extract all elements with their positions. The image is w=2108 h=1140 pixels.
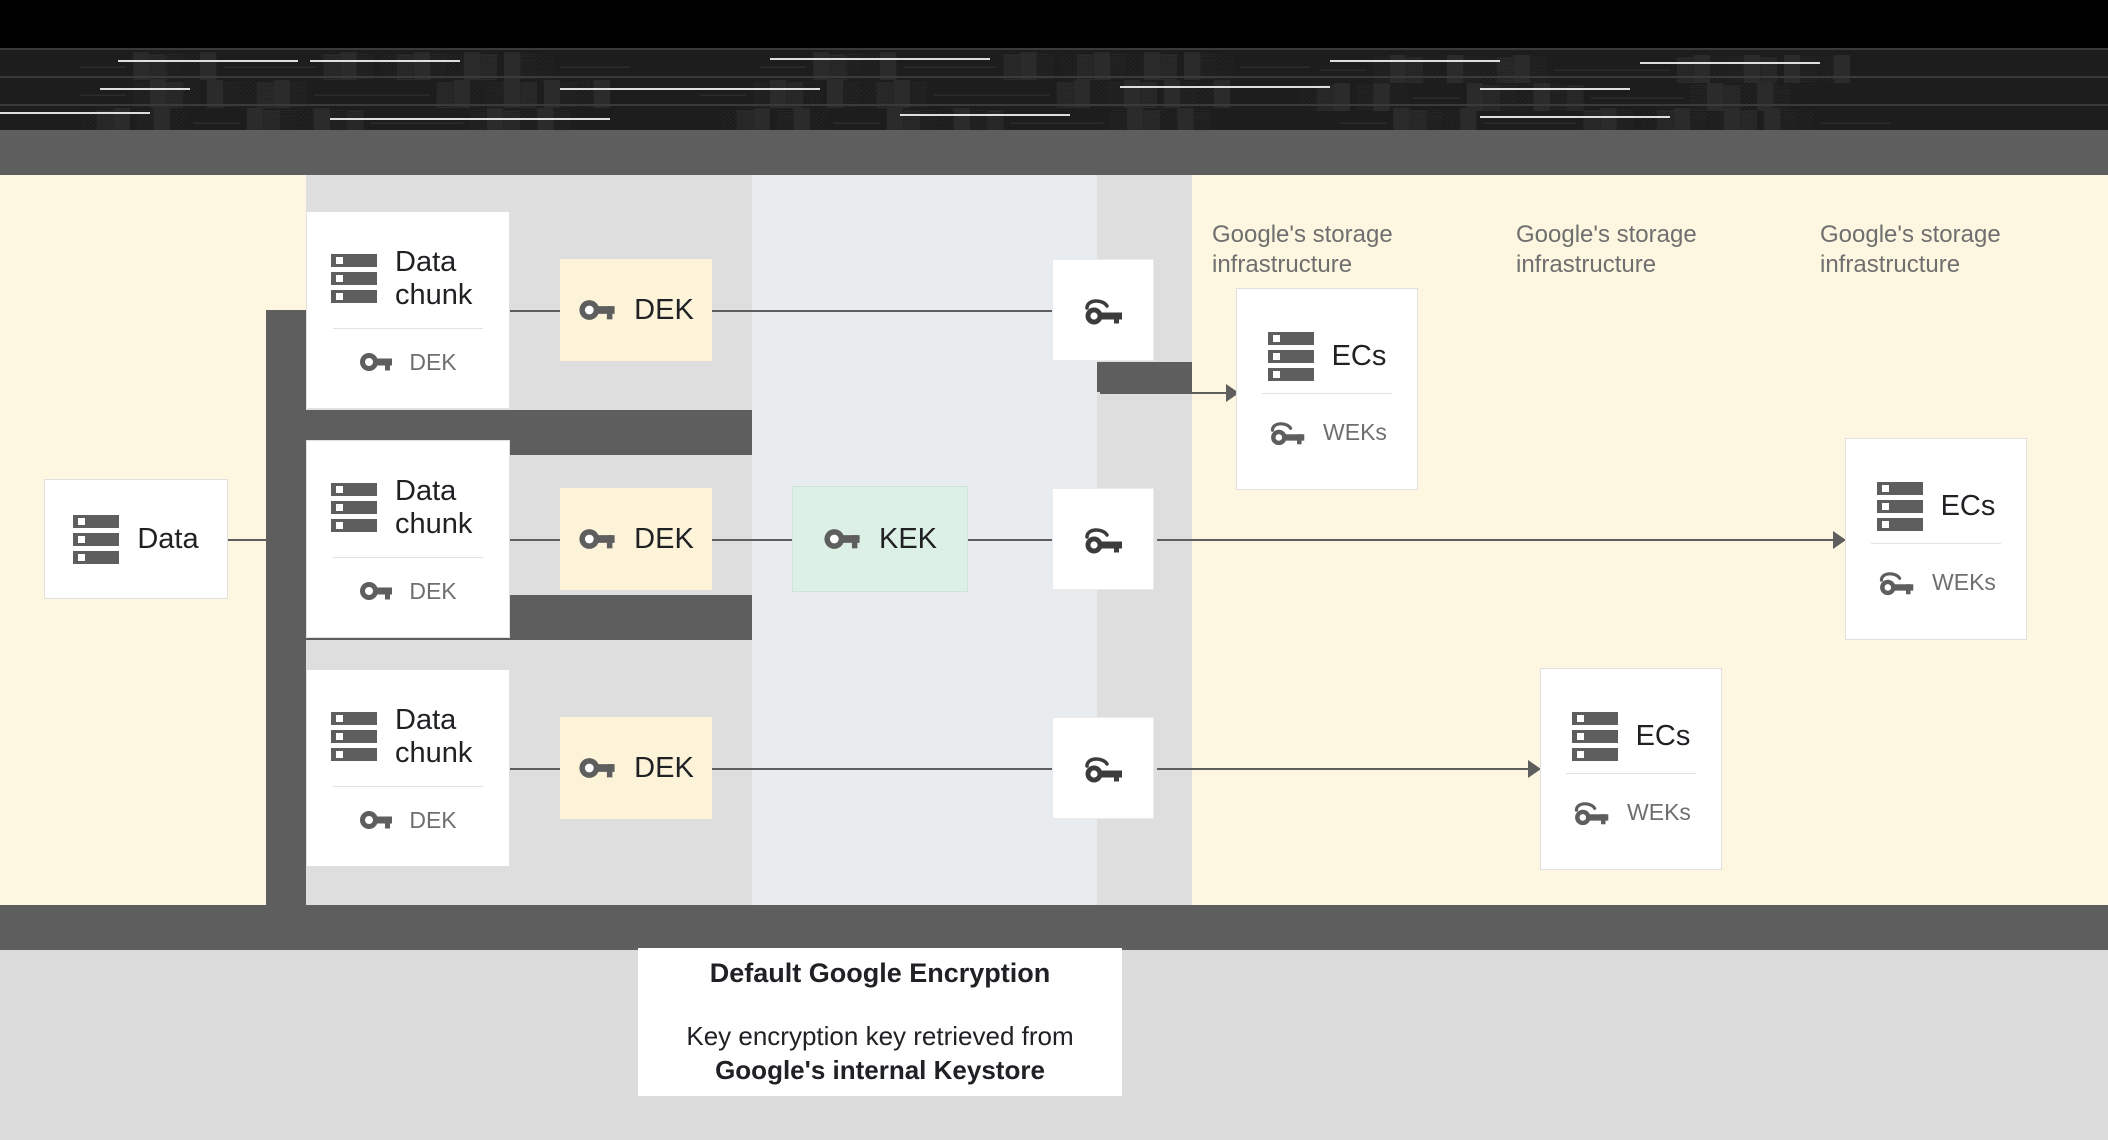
- card-data-label: Data: [137, 522, 199, 555]
- banner-glyph-line-5: —— ▒█▓░ █▒░▓█▒ ————— ▓█░▒█▓ █▒░█: [700, 80, 1231, 106]
- key-icon: [579, 300, 615, 320]
- card-chunk-label: Data chunk: [395, 474, 473, 540]
- dark-bar-top: [0, 130, 2108, 175]
- caption-body: Key encryption key retrieved from Google…: [686, 1019, 1073, 1087]
- connector-dek1-to-wk1: [712, 310, 1052, 312]
- banner-glyph-line-2: —— ▒█▓░ █▒░▓█▒ ————— ▓█░▒█▓ █▒░█: [80, 80, 611, 106]
- card-data[interactable]: Data: [44, 479, 228, 599]
- server-icon: [1876, 482, 1923, 531]
- banner-glyph-line-9: —— █▓▒░█ ———— ▓█▒ ░▓█▒░█▓ █▒░ ———: [1340, 108, 1891, 134]
- caption-heading: Default Google Encryption: [709, 957, 1051, 988]
- card-ecs-label: ECs: [1331, 340, 1387, 372]
- connector-dek3-to-wk3: [712, 768, 1052, 770]
- card-chunk-label: Data chunk: [395, 703, 473, 769]
- chip-kek-label: KEK: [878, 522, 938, 555]
- caption-body-strong: Google's internal Keystore: [715, 1054, 1045, 1085]
- card-chunk-key-label: DEK: [409, 806, 457, 833]
- connector-chunk3-to-dek3: [510, 768, 590, 770]
- dark-bar-wrapped-key-stub: [1097, 362, 1192, 392]
- card-chunk-label: Data chunk: [395, 245, 473, 311]
- banner-glyph-line-6: ░▓█ ▒█░ —— █▓▒░█▒▓ ———— ▒█▓░█▒: [720, 108, 1211, 134]
- key-icon: [360, 810, 393, 829]
- card-data-chunk-2[interactable]: Data chunk DEK: [306, 440, 510, 638]
- card-ecs-1[interactable]: ECs WEKs: [1236, 288, 1418, 490]
- chip-dek-3[interactable]: DEK: [560, 717, 712, 819]
- card-data-chunk-1[interactable]: Data chunk DEK: [306, 211, 510, 409]
- card-data-chunk-3[interactable]: Data chunk DEK: [306, 669, 510, 867]
- connector-kek-to-wk2: [968, 539, 1052, 541]
- banner-glyph-line-1: —— █▓▒░█ ———— ▓█▒ ░▓█▒░█▓ █▒░ ———: [80, 52, 631, 78]
- connector-data-to-chunk: [228, 539, 313, 541]
- wrapped-key-icon: [1085, 757, 1122, 783]
- diagram-sheet: Data Data chunk DEK Data chunk: [0, 130, 2108, 1140]
- arrow-line-to-storage-2: [1157, 539, 1842, 541]
- arrow-head-to-storage-3: [1528, 760, 1541, 778]
- wrapped-key-icon: [1085, 528, 1122, 554]
- card-ecs-key-label: WEKs: [1627, 799, 1691, 825]
- key-icon: [579, 529, 615, 549]
- arrow-head-to-storage-1: [1226, 384, 1239, 402]
- connector-chunk1-to-dek1: [510, 310, 590, 312]
- banner-glyph-line-3: ░▓█ ▒█░ —— █▓▒░█▒▓ ———— ▒█▓░█▒: [80, 108, 571, 134]
- server-icon: [1267, 332, 1314, 381]
- server-icon: [331, 712, 377, 761]
- card-ecs-key-label: WEKs: [1323, 419, 1387, 445]
- card-ecs-3[interactable]: ECs WEKs: [1540, 668, 1722, 870]
- wrapped-key-icon: [1879, 572, 1914, 596]
- server-icon: [331, 254, 377, 303]
- caption-body-lead: Key encryption key retrieved from: [686, 1020, 1074, 1051]
- card-ecs-label: ECs: [1635, 720, 1691, 752]
- card-chunk-key-label: DEK: [409, 348, 457, 375]
- server-icon: [1571, 712, 1618, 761]
- server-icon: [331, 483, 377, 532]
- connector-dek2-to-kek: [712, 539, 792, 541]
- box-wrapped-key-3[interactable]: [1052, 717, 1154, 819]
- chip-dek-label: DEK: [634, 751, 694, 784]
- chip-dek-label: DEK: [634, 522, 694, 555]
- wrapped-key-icon: [1574, 802, 1609, 826]
- wrapped-key-icon: [1270, 422, 1305, 446]
- server-icon: [73, 514, 120, 564]
- box-wrapped-key-1[interactable]: [1052, 259, 1154, 361]
- arrow-line-to-storage-3: [1157, 768, 1537, 770]
- chip-dek-label: DEK: [634, 293, 694, 326]
- box-wrapped-key-2[interactable]: [1052, 488, 1154, 590]
- chip-kek[interactable]: KEK: [792, 486, 968, 592]
- connector-chunk2-to-dek2: [510, 539, 590, 541]
- caption-box: Default Google Encryption Key encryption…: [638, 948, 1122, 1096]
- key-icon: [579, 758, 615, 778]
- arrow-head-to-storage-2: [1833, 531, 1846, 549]
- wrapped-key-icon: [1085, 299, 1122, 325]
- card-chunk-key-label: DEK: [409, 577, 457, 604]
- card-ecs-label: ECs: [1940, 490, 1996, 522]
- key-icon: [824, 529, 860, 549]
- banner-glyph-line-4: —— █▓▒░█ ———— ▓█▒ ░▓█▒░█▓ █▒░ ———: [760, 52, 1311, 78]
- infra-label-1: Google's storage infrastructure: [1212, 221, 1393, 278]
- key-icon: [360, 352, 393, 371]
- card-ecs-key-label: WEKs: [1932, 569, 1996, 595]
- chip-dek-1[interactable]: DEK: [560, 259, 712, 361]
- key-icon: [360, 581, 393, 600]
- infra-label-2: Google's storage infrastructure: [1516, 221, 1697, 278]
- infra-label-3: Google's storage infrastructure: [1820, 221, 2001, 278]
- card-ecs-2[interactable]: ECs WEKs: [1845, 438, 2027, 640]
- chip-dek-2[interactable]: DEK: [560, 488, 712, 590]
- dark-bar-bottom: [0, 905, 2108, 950]
- arrow-line-to-storage-1: [1100, 392, 1234, 394]
